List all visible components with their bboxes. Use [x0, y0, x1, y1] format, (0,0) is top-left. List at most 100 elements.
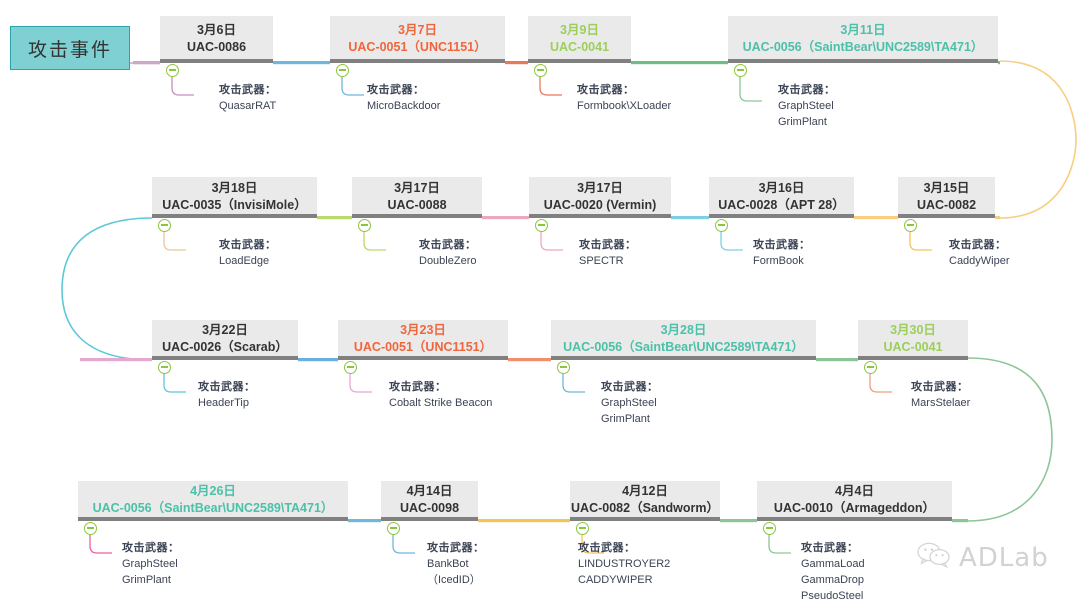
- wechat-icon: [917, 542, 951, 573]
- weapon-callout: 攻击武器：Formbook\XLoader: [577, 83, 671, 115]
- timeline-node-marker[interactable]: [166, 64, 179, 77]
- weapon-label: 攻击武器：: [219, 84, 277, 96]
- timeline-node-marker[interactable]: [336, 64, 349, 77]
- weapon-name: LINDUSTROYER2: [578, 557, 671, 570]
- weapon-name: GraphSteel: [122, 557, 178, 570]
- weapon-name: GraphSteel: [601, 396, 657, 409]
- event-box[interactable]: 3月17日 UAC-0020 (Vermin): [529, 177, 671, 218]
- event-underline: [570, 517, 720, 521]
- event-box[interactable]: 3月16日 UAC-0028（APT 28）: [709, 177, 854, 218]
- weapon-label: 攻击武器：: [419, 239, 477, 251]
- event-date: 3月16日: [758, 180, 805, 195]
- weapon-name: GraphSteel: [778, 99, 834, 112]
- weapon-name: GammaLoad: [801, 557, 865, 570]
- event-date: 4月12日: [622, 484, 668, 499]
- timeline-node-marker[interactable]: [84, 522, 97, 535]
- event-actor: UAC-0028（APT 28）: [718, 197, 845, 212]
- weapon-name: CaddyWiper: [949, 254, 1010, 267]
- event-date: 3月6日: [197, 22, 236, 37]
- event-date: 3月22日: [202, 323, 248, 338]
- timeline-node-marker[interactable]: [534, 64, 547, 77]
- timeline-node-marker[interactable]: [535, 219, 548, 232]
- event-box[interactable]: 3月6日 UAC-0086: [160, 16, 273, 63]
- start-node-label: 攻击事件: [27, 38, 112, 61]
- timeline-node-marker[interactable]: [864, 361, 877, 374]
- weapon-callout: 攻击武器：BankBot（IcedID）: [427, 541, 485, 589]
- weapon-name: DoubleZero: [419, 254, 477, 267]
- timeline-node-marker[interactable]: [344, 361, 357, 374]
- timeline-node-marker[interactable]: [734, 64, 747, 77]
- timeline-node-marker[interactable]: [557, 361, 570, 374]
- weapon-callout: 攻击武器： FormBook: [753, 238, 811, 270]
- event-underline: [330, 59, 505, 63]
- weapon-label: 攻击武器：: [911, 381, 969, 393]
- timeline-node-marker[interactable]: [763, 522, 776, 535]
- event-underline: [160, 59, 273, 63]
- event-actor: UAC-0056（SaintBear\UNC2589\TA471）: [742, 39, 984, 54]
- event-actor: UAC-0051（UNC1151）: [348, 39, 487, 54]
- weapon-label: 攻击武器：: [801, 542, 859, 554]
- weapon-name: MarsStelaer: [911, 396, 971, 409]
- event-actor: UAC-0088: [387, 197, 447, 212]
- weapon-name: SPECTR: [579, 254, 624, 267]
- timeline-node-marker[interactable]: [158, 219, 171, 232]
- weapon-name: HeaderTip: [198, 396, 249, 409]
- weapon-name: FormBook: [753, 254, 804, 267]
- event-box[interactable]: 3月17日 UAC-0088: [352, 177, 482, 218]
- weapon-label: 攻击武器：: [949, 239, 1007, 251]
- weapon-name: Cobalt Strike Beacon: [389, 396, 493, 409]
- watermark-text: ADLab: [959, 542, 1049, 573]
- weapon-name: QuasarRAT: [219, 99, 277, 112]
- weapon-label: 攻击武器：: [753, 239, 811, 251]
- timeline-node-marker[interactable]: [904, 219, 917, 232]
- timeline-node-marker[interactable]: [158, 361, 171, 374]
- timeline-node-marker[interactable]: [358, 219, 371, 232]
- weapon-callout: 攻击武器： MarsStelaer: [911, 380, 970, 412]
- weapon-callout: 攻击武器：MicroBackdoor: [367, 83, 440, 115]
- weapon-name: PseudoSteel: [801, 589, 864, 602]
- timeline-node-marker[interactable]: [387, 522, 400, 535]
- event-date: 3月18日: [211, 180, 258, 195]
- event-actor: UAC-0098: [399, 501, 460, 515]
- event-underline: [528, 59, 631, 63]
- weapon-callout: 攻击武器： DoubleZero: [419, 238, 477, 270]
- event-actor: UAC-0051（UNC1151）: [353, 340, 493, 354]
- weapon-label: 攻击武器：: [578, 542, 636, 554]
- start-node-attack-event[interactable]: 攻击事件: [10, 26, 130, 70]
- weapon-label: 攻击武器：: [122, 542, 180, 554]
- event-underline: [152, 214, 317, 218]
- event-underline: [757, 517, 952, 521]
- event-actor: UAC-0086: [186, 39, 247, 54]
- timeline-node-marker[interactable]: [715, 219, 728, 232]
- weapon-label: 攻击武器：: [389, 381, 447, 393]
- event-date: 3月17日: [577, 180, 623, 195]
- event-underline: [338, 356, 508, 360]
- event-actor: UAC-0010（Armageddon）: [773, 501, 936, 515]
- timeline-node-marker[interactable]: [576, 522, 589, 535]
- event-date: 3月28日: [660, 323, 707, 338]
- event-date: 3月17日: [394, 180, 440, 195]
- weapon-name: GammaDrop: [801, 573, 864, 586]
- event-underline: [551, 356, 816, 360]
- event-actor: UAC-0020 (Vermin): [543, 197, 657, 212]
- event-underline: [152, 356, 298, 360]
- event-date: 3月9日: [560, 22, 599, 37]
- event-underline: [898, 214, 995, 218]
